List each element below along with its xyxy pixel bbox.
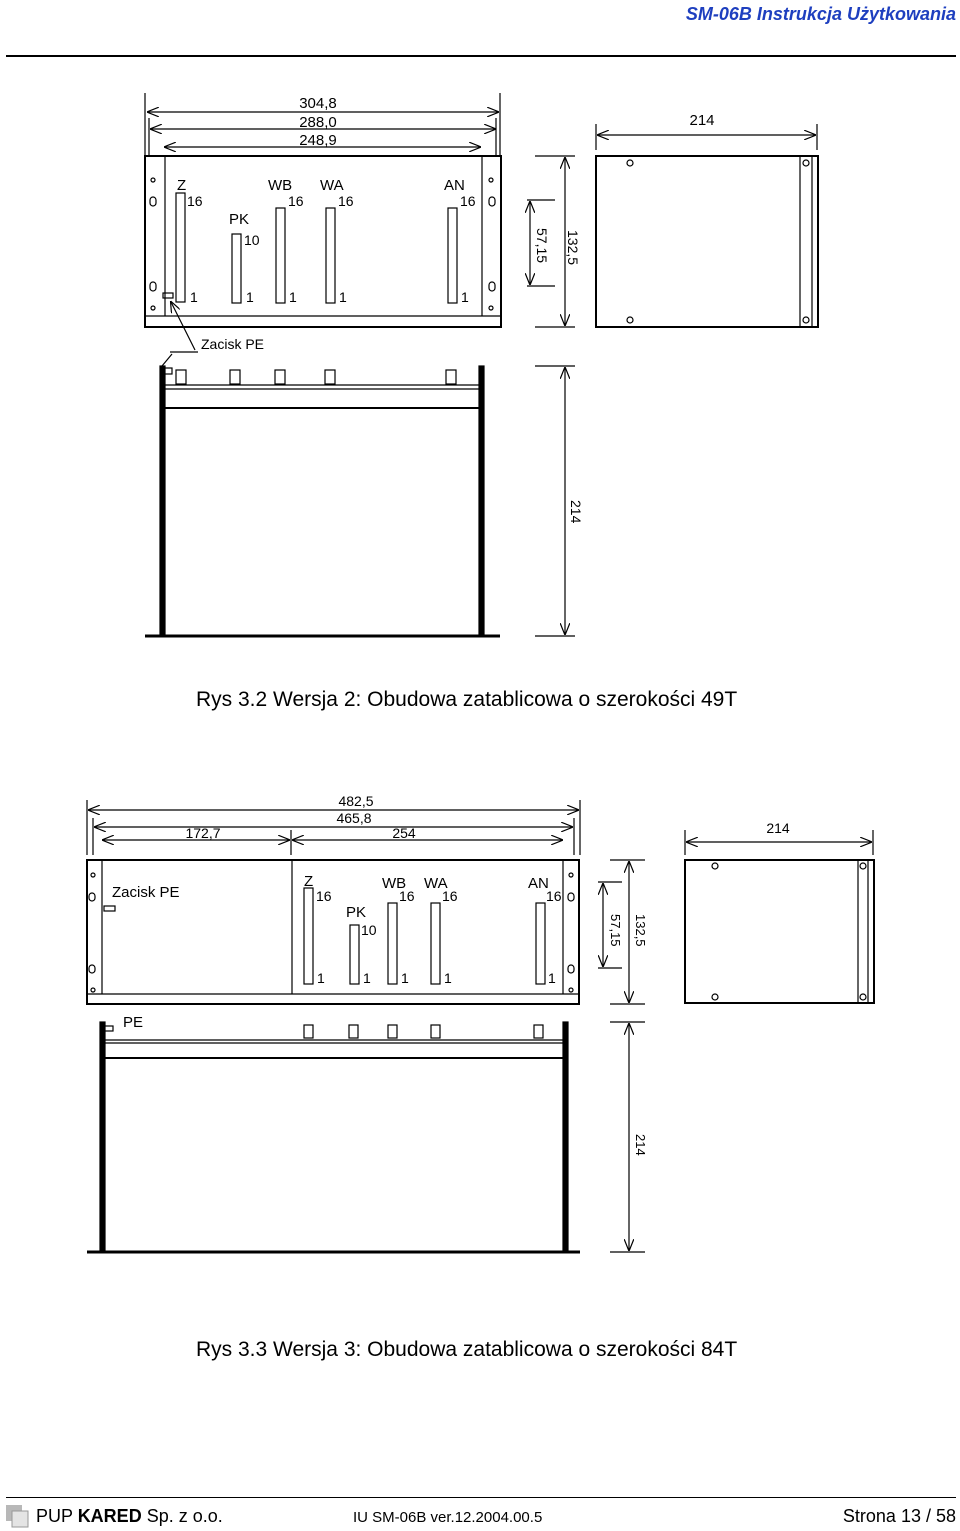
dim-depth-side: 214: [689, 112, 714, 129]
footer-company-suffix: Sp. z o.o.: [141, 1506, 223, 1526]
module-top-z: 16: [316, 888, 332, 904]
module-top-wa: 16: [442, 888, 458, 904]
module-label-an: AN: [444, 177, 465, 194]
footer-company: PUP KARED Sp. z o.o.: [36, 1506, 223, 1527]
module-bottom-an: 1: [461, 289, 469, 305]
footer-company-brand: KARED: [77, 1506, 142, 1526]
module-label-z: Z: [177, 177, 186, 194]
figure-3-2-drawing: 304,8 288,0 248,9 214 Z 16 1 PK 10 1 WB …: [144, 93, 819, 638]
dim-depth-top: 214: [568, 500, 584, 524]
pe-short-label: PE: [123, 1014, 143, 1031]
footer-divider: [6, 1497, 956, 1498]
company-logo-icon: [6, 1505, 29, 1528]
figure-3-3-drawing: 482,5 465,8 172,7 254 214 Zacisk PE Z 16…: [86, 793, 875, 1254]
module-bottom-z: 1: [317, 970, 325, 986]
module-bottom-pk: 1: [363, 970, 371, 986]
page-footer: PUP KARED Sp. z o.o. IU SM-06B ver.12.20…: [0, 1500, 960, 1531]
dim-width-304: 304,8: [299, 95, 337, 112]
module-top-an: 16: [546, 888, 562, 904]
figure-3-3-caption: Rys 3.3 Wersja 3: Obudowa zatablicowa o …: [196, 1338, 738, 1361]
header-divider: [6, 55, 956, 57]
dim-height-57: 57,15: [608, 914, 623, 947]
figure-3-2-caption: Rys 3.2 Wersja 2: Obudowa zatablicowa o …: [196, 688, 738, 711]
module-label-z: Z: [304, 873, 313, 890]
module-label-pk: PK: [229, 211, 249, 228]
footer-company-prefix: PUP: [36, 1506, 78, 1526]
dim-width-465: 465,8: [336, 810, 371, 826]
module-label-wb: WB: [382, 875, 406, 892]
pe-terminal-label: Zacisk PE: [112, 884, 180, 901]
module-bottom-wb: 1: [401, 970, 409, 986]
dim-width-482: 482,5: [338, 793, 373, 809]
dim-height-132: 132,5: [633, 914, 648, 947]
dim-depth-side: 214: [766, 820, 790, 836]
module-label-wa: WA: [320, 177, 344, 194]
pe-terminal-label: Zacisk PE: [201, 336, 264, 352]
module-top-wb: 16: [399, 888, 415, 904]
footer-page-number: Strona 13 / 58: [842, 1506, 956, 1526]
module-top-wa: 16: [338, 193, 354, 209]
module-bottom-pk: 1: [246, 289, 254, 305]
module-top-wb: 16: [288, 193, 304, 209]
dim-width-172: 172,7: [185, 825, 220, 841]
module-bottom-wa: 1: [444, 970, 452, 986]
module-label-pk: PK: [346, 904, 366, 921]
module-top-pk: 10: [244, 232, 260, 248]
module-label-wb: WB: [268, 177, 292, 194]
module-bottom-z: 1: [190, 289, 198, 305]
dim-depth-top: 214: [633, 1134, 648, 1156]
dim-width-248: 248,9: [299, 132, 337, 149]
module-label-wa: WA: [424, 875, 448, 892]
dim-width-288: 288,0: [299, 114, 337, 131]
module-top-z: 16: [187, 193, 203, 209]
module-top-pk: 10: [361, 922, 377, 938]
module-label-an: AN: [528, 875, 549, 892]
module-top-an: 16: [460, 193, 476, 209]
dim-height-132: 132,5: [565, 230, 581, 265]
footer-document-id: IU SM-06B ver.12.2004.00.5: [353, 1509, 543, 1526]
module-bottom-wa: 1: [339, 289, 347, 305]
dim-height-57: 57,15: [534, 228, 550, 263]
dim-width-254: 254: [392, 825, 416, 841]
header-title: SM-06B Instrukcja Użytkowania: [685, 4, 956, 24]
module-bottom-an: 1: [548, 970, 556, 986]
module-bottom-wb: 1: [289, 289, 297, 305]
